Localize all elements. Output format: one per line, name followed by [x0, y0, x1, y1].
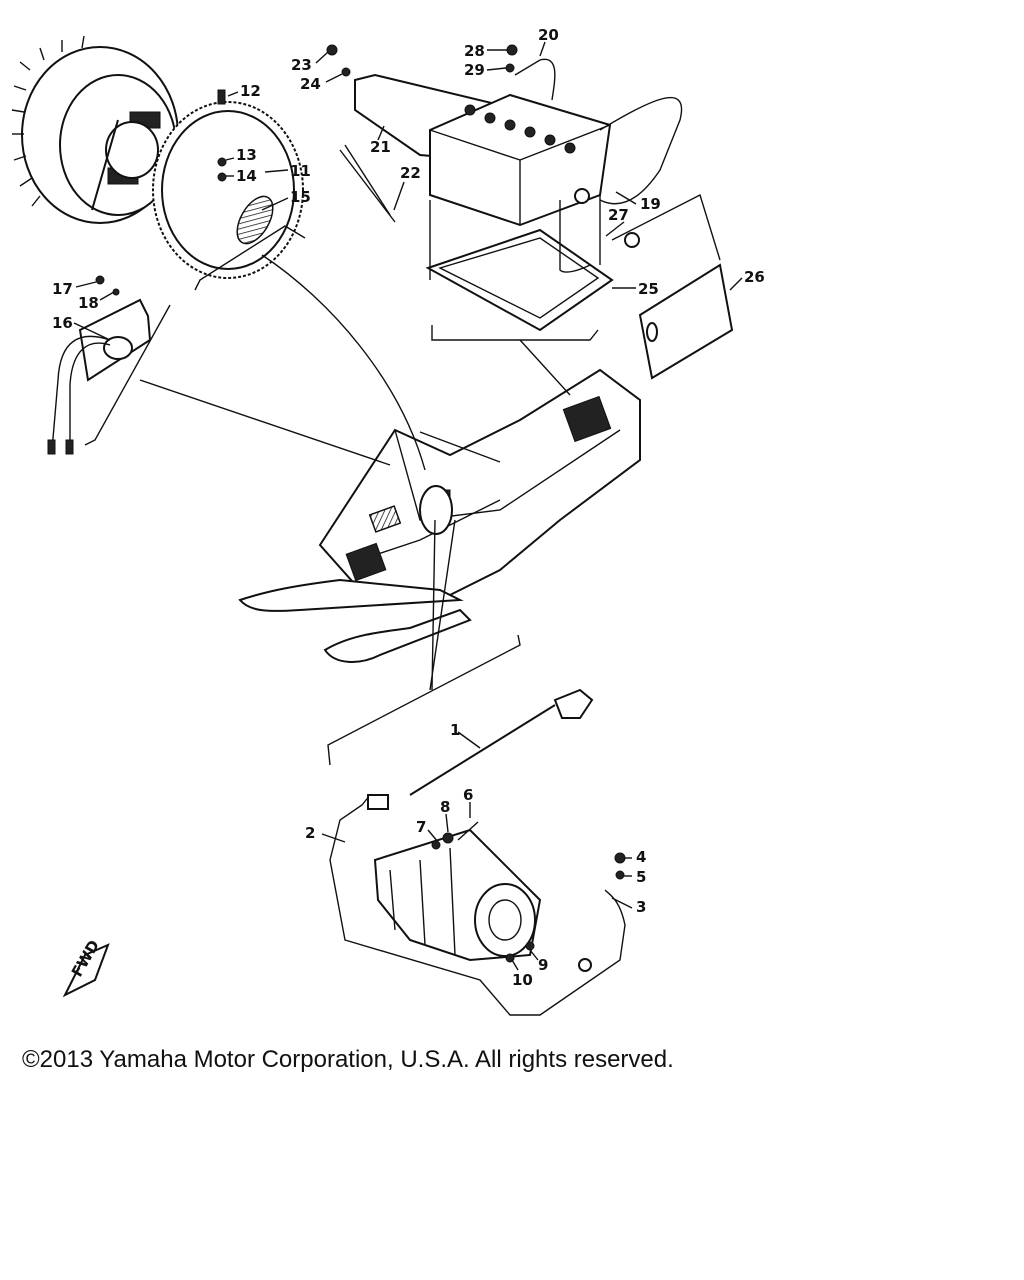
exploded-parts-diagram: FWD 1 2 3 4 5: [11, 26, 765, 1016]
leader-lines: [73, 41, 743, 971]
callout-14: 14: [236, 167, 257, 185]
starter-motor: [329, 794, 626, 1016]
copyright-notice: ©2013 Yamaha Motor Corporation, U.S.A. A…: [22, 1046, 674, 1073]
callout-28: 28: [464, 42, 485, 60]
callout-2: 2: [305, 824, 315, 842]
callout-21: 21: [370, 138, 391, 156]
callout-11: 11: [290, 162, 311, 180]
sensor-bracket: [47, 275, 152, 455]
battery-assembly: [326, 44, 683, 332]
callout-4: 4: [636, 848, 646, 866]
callout-15: 15: [290, 188, 311, 206]
callout-13: 13: [236, 146, 257, 164]
callout-17: 17: [52, 280, 73, 298]
callout-10: 10: [512, 971, 533, 989]
fwd-direction-icon: FWD: [62, 937, 110, 998]
callout-23: 23: [291, 56, 312, 74]
starter-cable: [409, 688, 594, 796]
callout-20: 20: [538, 26, 559, 44]
callout-labels: 1 2 3 4 5 6 7 8 9 10 11 12 13 14 15 16 1…: [52, 26, 765, 989]
callout-6: 6: [463, 786, 473, 804]
callout-29: 29: [464, 61, 485, 79]
callout-16: 16: [52, 314, 73, 332]
callout-12: 12: [240, 82, 261, 100]
callout-3: 3: [636, 898, 646, 916]
callout-1: 1: [450, 721, 460, 739]
callout-9: 9: [538, 956, 548, 974]
callout-8: 8: [440, 798, 450, 816]
callout-18: 18: [78, 294, 99, 312]
callout-25: 25: [638, 280, 659, 298]
callout-19: 19: [640, 195, 661, 213]
callout-5: 5: [636, 868, 646, 886]
callout-24: 24: [300, 75, 321, 93]
callout-27: 27: [608, 206, 629, 224]
callout-7: 7: [416, 818, 426, 836]
ring-gear: [152, 89, 304, 279]
callout-26: 26: [744, 268, 765, 286]
battery-cover: [638, 263, 734, 380]
callout-22: 22: [400, 164, 421, 182]
